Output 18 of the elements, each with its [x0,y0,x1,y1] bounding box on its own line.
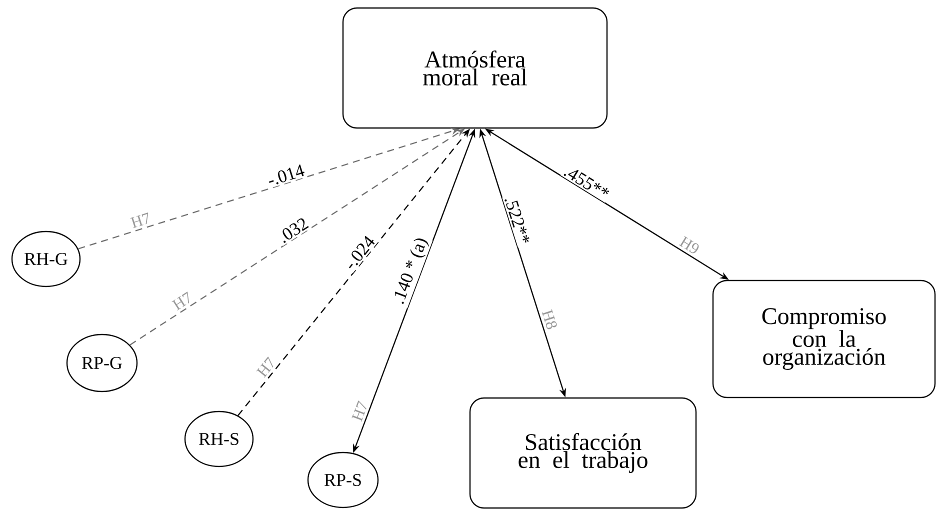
ellipse-node: RP-S [307,452,379,508]
edge-label: .455** [564,170,609,194]
ellipse-node: RP-G [66,334,138,392]
hypothesis-label: H9 [678,236,699,254]
hypothesis-label: H8 [542,309,557,330]
edge-label: .032 [282,218,309,243]
edge-label: .140 * (a) [394,238,429,304]
edge-label: .522** [504,199,530,243]
rounded-box: Atmósfera moral real [342,7,608,129]
ellipse-node: RH-S [184,410,254,468]
ellipse-node: RH-G [11,230,81,288]
hypothesis-label: H7 [130,212,148,228]
rounded-box: Compromiso con la organización [712,280,936,398]
rounded-box: Satisfacción en el trabajo [469,397,697,509]
hypothesis-label: H7 [172,292,190,311]
hypothesis-label: H7 [352,400,366,422]
hypothesis-label: H7 [256,356,274,378]
edge-label: -.014 [268,164,304,184]
